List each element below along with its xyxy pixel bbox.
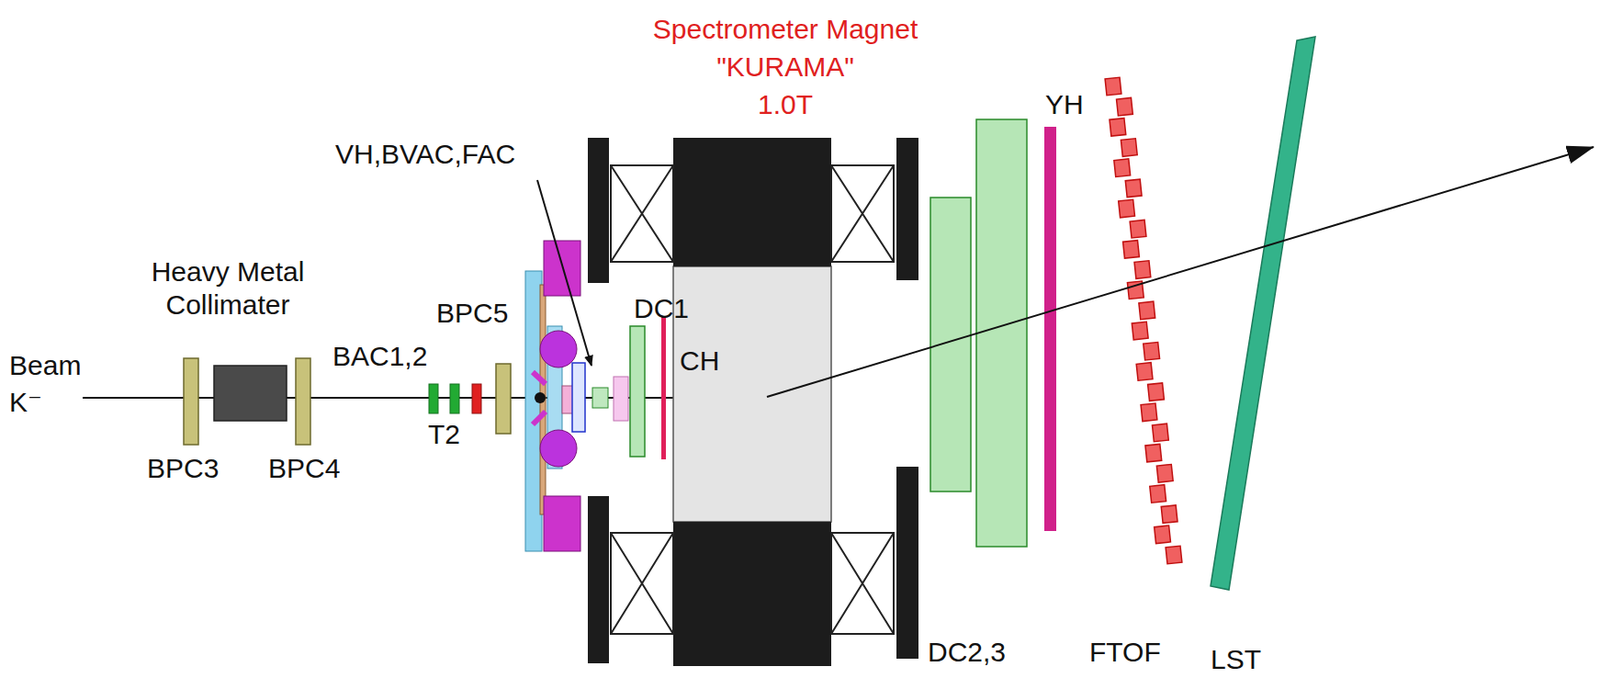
ftof-counter (1149, 484, 1167, 504)
part-name: BAC1,2 (332, 339, 428, 373)
ftof-counter (1120, 138, 1138, 158)
ftof-counter (1131, 321, 1149, 340)
part-name: BPC4 (268, 451, 340, 485)
part-name: VH,BVAC,FAC (335, 137, 516, 171)
magnet-title: Spectrometer Magnet (653, 12, 918, 46)
ftof-counter (1123, 240, 1140, 260)
ftof-counter (1134, 260, 1151, 280)
field-strength: 1.0T (757, 88, 813, 122)
ftof-counter (1160, 505, 1178, 524)
ftof-counter (1129, 219, 1147, 238)
part-name: DC2,3 (927, 635, 1006, 669)
particle-label: K⁻ (9, 385, 43, 419)
ftof-counter (1148, 383, 1165, 402)
ftof-counter (1116, 97, 1134, 116)
ftof-counter (1140, 403, 1158, 422)
ftof-counter (1145, 443, 1162, 462)
ftof-counter (1136, 362, 1153, 382)
part-name: BPC3 (146, 451, 219, 485)
ftof-counter (1154, 525, 1172, 544)
ftof-counter (1165, 545, 1183, 564)
ftof-counter (1114, 158, 1131, 178)
magnet-name: "KURAMA" (716, 50, 855, 84)
part-name: T2 (428, 417, 461, 451)
ftof-counter (1104, 77, 1122, 96)
ftof-counter (1118, 199, 1136, 218)
ftof-counter (1156, 464, 1173, 484)
part-name: BPC5 (436, 296, 508, 330)
ftof-counter (1125, 179, 1142, 198)
part-name: Heavy Metal Collimater (135, 255, 320, 322)
ftof-counter (1138, 301, 1156, 320)
part-name: LST (1210, 642, 1262, 677)
ftof-counter (1109, 118, 1127, 137)
part-name: FTOF (1089, 635, 1161, 669)
part-name: CH (679, 344, 720, 378)
part-name: DC1 (633, 292, 689, 326)
part-name: YH (1045, 88, 1084, 122)
ftof-counter (1151, 423, 1169, 442)
ftof-counter (1143, 341, 1161, 361)
beam-label: Beam (9, 349, 81, 383)
